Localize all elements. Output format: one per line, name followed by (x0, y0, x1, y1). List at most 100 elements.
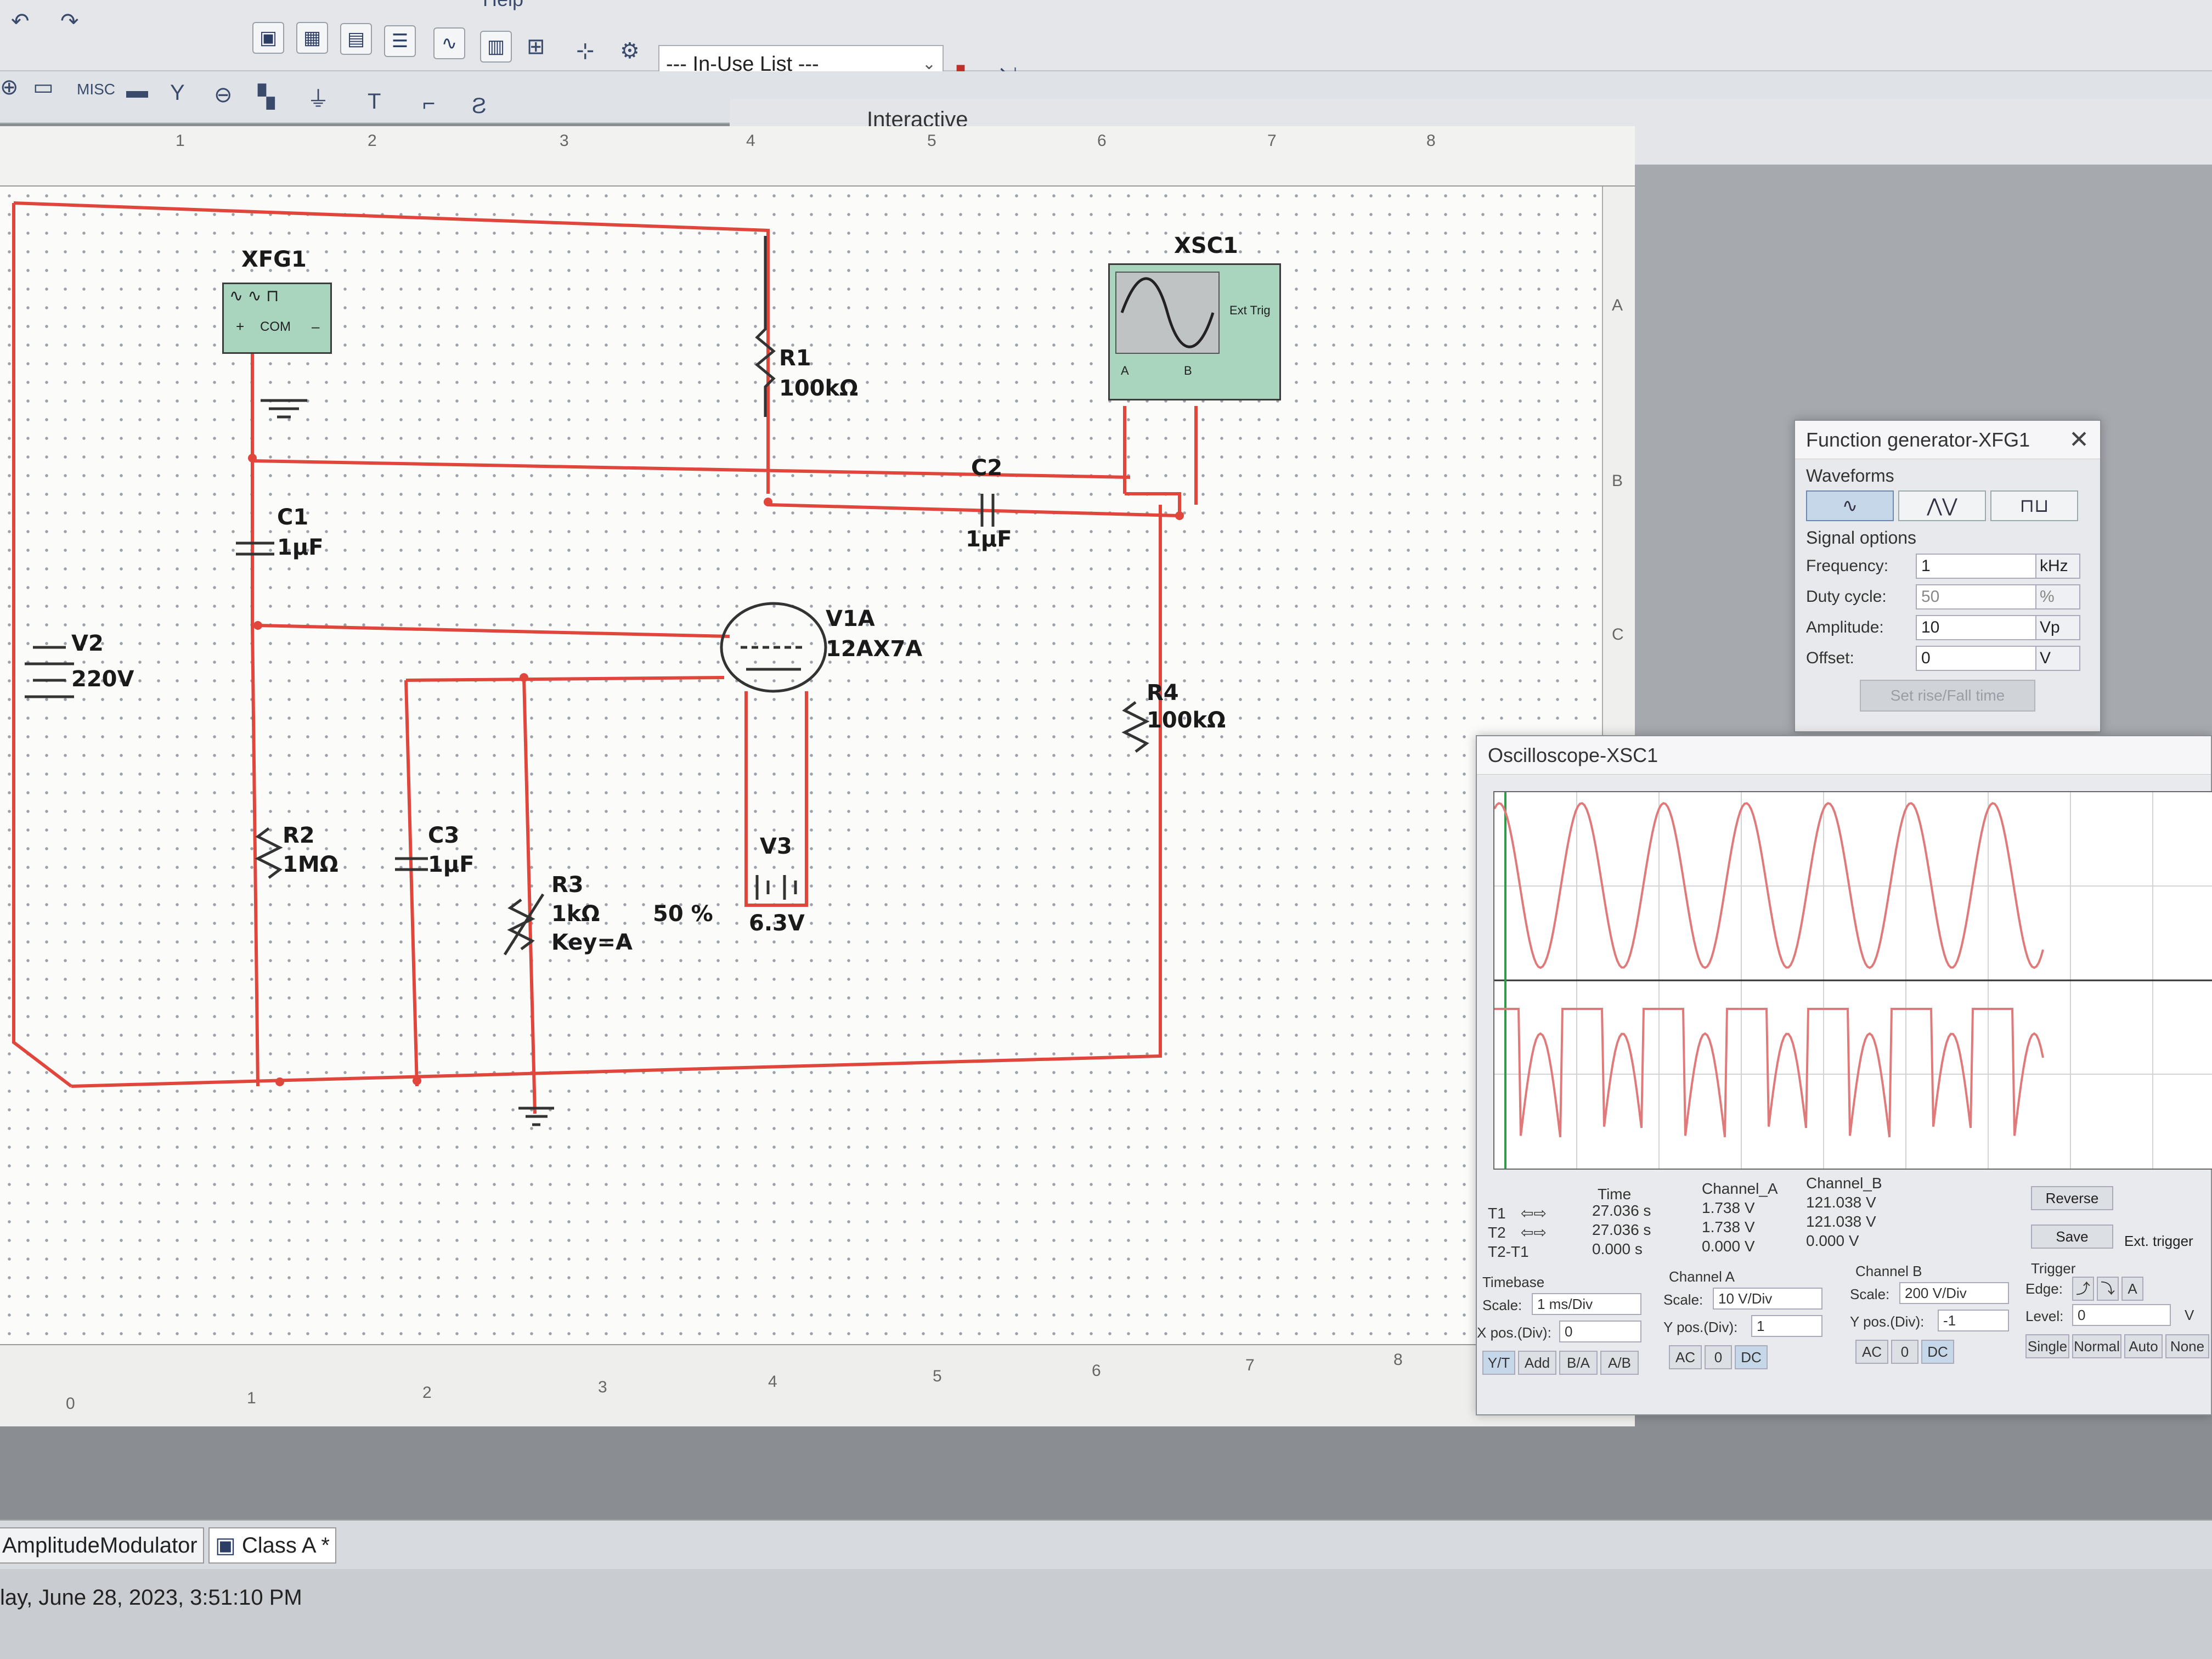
net-icon[interactable]: Ƨ (472, 94, 487, 118)
ruler-right-tick: B (1612, 472, 1623, 490)
triangle-wave-button[interactable]: ⋀⋁ (1898, 490, 1986, 521)
scope-display[interactable] (1493, 791, 2212, 1170)
channel-b-ac-button[interactable]: AC (1855, 1340, 1888, 1364)
rising-edge-icon[interactable]: ⤴ (2072, 1277, 2094, 1301)
yt-mode-button[interactable]: Y/T (1482, 1351, 1515, 1375)
spreadsheet-icon[interactable]: ▦ (296, 22, 328, 54)
channel-b-dc-button[interactable]: DC (1921, 1340, 1954, 1364)
signal-options-label: Signal options (1806, 528, 1917, 548)
mcu-icon[interactable]: ▚ (258, 85, 275, 109)
scope-titlebar[interactable]: Oscilloscope-XSC1 (1477, 736, 2211, 775)
timebase-xpos-input[interactable]: 0 (1559, 1321, 1641, 1342)
ruler-top-tick: 4 (746, 132, 755, 150)
wire-icon[interactable]: T (368, 89, 381, 114)
waveform-icons: ∿ ∿ ⊓ (229, 287, 279, 305)
amplitude-unit[interactable]: Vp (2036, 615, 2080, 640)
waveform-icon[interactable]: ∿ (433, 27, 465, 59)
timebase-scale-input[interactable]: 1 ms/Div (1532, 1293, 1641, 1315)
duty-cycle-input[interactable]: 50 (1916, 584, 2036, 610)
channel-b-ypos-input[interactable]: -1 (1938, 1310, 2009, 1331)
ruler-top-tick: 5 (927, 132, 936, 150)
amplitude-input[interactable]: 10 (1916, 615, 2036, 640)
r3-value: 1kΩ (551, 901, 600, 927)
main-toolbar: Help ↶ ↷ ▣ ▦ ▤ ☰ ∿ ▥ ⊞ ⊹ ⚙ --- In-Use Li… (0, 0, 2212, 99)
tree-icon[interactable]: ⊞ (527, 35, 545, 59)
readout-t1-label: T1 (1488, 1205, 1506, 1222)
redo-icon[interactable]: ↷ (60, 9, 79, 33)
frequency-input[interactable]: 1 (1916, 554, 2036, 579)
grapher-icon[interactable]: ▤ (340, 23, 372, 55)
add-mode-button[interactable]: Add (1518, 1351, 1556, 1375)
indicator-icon[interactable]: ▬ (126, 78, 148, 103)
menu-partial[interactable]: Help (483, 0, 523, 15)
v2-value: 220V (71, 667, 134, 692)
save-button[interactable]: Save (2031, 1224, 2113, 1249)
undo-icon[interactable]: ↶ (11, 9, 30, 33)
connector-icon[interactable]: ⊖ (214, 83, 233, 107)
amplitude-label: Amplitude: (1806, 618, 1884, 636)
channel-a-scale-input[interactable]: 10 V/Div (1713, 1288, 1822, 1310)
trigger-normal-button[interactable]: Normal (2072, 1334, 2121, 1358)
close-icon[interactable]: ✕ (2069, 426, 2089, 453)
readout-t2-time: 27.036 s (1592, 1221, 1651, 1238)
timebase-scale-label: Scale: (1482, 1297, 1522, 1313)
schematic-canvas[interactable] (0, 187, 1635, 1399)
chevron-down-icon: ⌄ (922, 55, 936, 73)
trigger-source-a-button[interactable]: A (2121, 1277, 2143, 1301)
source-icon[interactable]: ⊕ (0, 75, 19, 99)
function-generator-xfg1[interactable]: ∿ ∿ ⊓ + COM – (222, 283, 332, 354)
readout-t2-label: T2 (1488, 1224, 1506, 1241)
function-generator-window: Function generator-XFG1 ✕ Waveforms ∿ ⋀⋁… (1794, 420, 2101, 732)
t1-arrows-icon[interactable]: ⇦⇨ (1521, 1205, 1547, 1222)
fgen-titlebar[interactable]: Function generator-XFG1 ✕ (1795, 421, 2100, 459)
frequency-unit[interactable]: kHz (2036, 554, 2080, 579)
sine-wave-button[interactable]: ∿ (1806, 490, 1894, 521)
calculator-icon[interactable]: ▥ (480, 31, 512, 63)
ba-mode-button[interactable]: B/A (1559, 1351, 1598, 1375)
r3-key: Key=A (551, 930, 633, 955)
xsc1-screen (1115, 272, 1220, 354)
offset-input[interactable]: 0 (1916, 646, 2036, 671)
trigger-level-input[interactable]: 0 (2072, 1304, 2171, 1326)
channel-a-ypos-input[interactable]: 1 (1751, 1315, 1822, 1337)
reverse-button[interactable]: Reverse (2031, 1186, 2113, 1210)
power-icon[interactable]: ⏚ (307, 87, 329, 111)
t2-arrows-icon[interactable]: ⇦⇨ (1521, 1224, 1547, 1241)
trigger-label: Trigger (2031, 1260, 2076, 1277)
trigger-single-button[interactable]: Single (2025, 1334, 2069, 1358)
r2-label: R2 (283, 823, 315, 848)
ruler-bottom-tick: 2 (422, 1384, 432, 1402)
settings-icon[interactable]: ⚙ (620, 39, 640, 63)
triangle-icon: ⋀⋁ (1927, 495, 1957, 516)
c2-value: 1µF (966, 527, 1012, 552)
oscilloscope-xsc1[interactable]: Ext Trig A B (1108, 263, 1281, 400)
set-rise-fall-button[interactable]: Set rise/Fall time (1860, 680, 2035, 712)
channel-b-trace (1494, 1008, 2044, 1137)
tab-class-a[interactable]: ▣ Class A * (208, 1527, 336, 1564)
bus-icon[interactable]: ⊹ (576, 39, 595, 63)
channel-a-zero-button[interactable]: 0 (1705, 1345, 1732, 1369)
c2-label: C2 (971, 455, 1003, 481)
bus-entry-icon[interactable]: ⌐ (422, 92, 436, 116)
antenna-icon[interactable]: Y (170, 81, 185, 105)
misc-label[interactable]: MISC (77, 81, 115, 98)
trigger-none-button[interactable]: None (2165, 1334, 2209, 1358)
schematic-view-icon[interactable]: ▣ (252, 22, 284, 54)
tab-amplitude-modulator[interactable]: AmplitudeModulator (0, 1527, 204, 1564)
square-wave-button[interactable]: ⊓⊔ (1990, 490, 2078, 521)
ruler-top-tick: 7 (1267, 132, 1277, 150)
ruler-bottom-tick: 0 (66, 1395, 75, 1413)
channel-a-dc-button[interactable]: DC (1735, 1345, 1768, 1369)
falling-edge-icon[interactable]: ⤵ (2097, 1277, 2119, 1301)
channel-b-scale-input[interactable]: 200 V/Div (1899, 1282, 2009, 1304)
channel-a-ac-button[interactable]: AC (1669, 1345, 1702, 1369)
cursor-readout: Time Channel_A Channel_B T1 ⇦⇨ 27.036 s … (1488, 1175, 2036, 1263)
channel-b-zero-button[interactable]: 0 (1891, 1340, 1918, 1364)
ab-mode-button[interactable]: A/B (1600, 1351, 1639, 1375)
duty-cycle-label: Duty cycle: (1806, 588, 1887, 606)
offset-unit[interactable]: V (2036, 646, 2080, 671)
scope-title: Oscilloscope-XSC1 (1488, 744, 1658, 766)
component-icon[interactable]: ▭ (33, 75, 54, 99)
list-icon[interactable]: ☰ (384, 25, 416, 57)
trigger-auto-button[interactable]: Auto (2124, 1334, 2163, 1358)
